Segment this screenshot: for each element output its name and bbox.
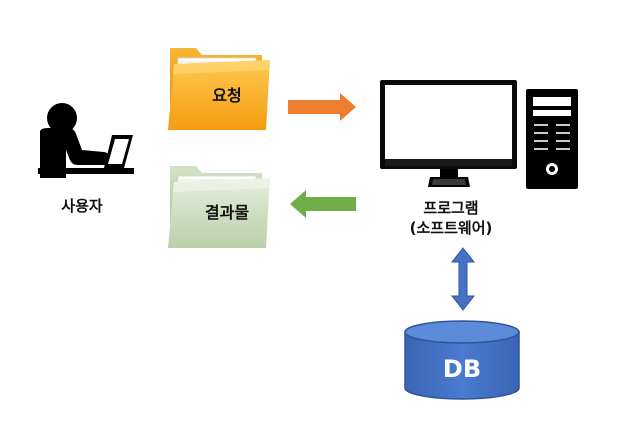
user-label: 사용자 bbox=[61, 197, 103, 215]
db-link-arrow bbox=[450, 247, 476, 311]
green-folder-icon bbox=[168, 166, 270, 248]
program-label-line1: 프로그램 bbox=[423, 199, 478, 217]
database-cylinder-icon bbox=[404, 320, 520, 400]
desktop-computer-icon bbox=[380, 80, 578, 189]
db-label: DB bbox=[443, 355, 481, 383]
program-label-line2: (소프트웨어) bbox=[410, 219, 493, 237]
request-arrow bbox=[288, 93, 356, 121]
user-at-computer-icon bbox=[38, 103, 134, 178]
orange-folder-icon bbox=[168, 48, 270, 130]
result-label: 결과물 bbox=[205, 203, 249, 222]
result-arrow bbox=[290, 190, 356, 218]
request-label: 요청 bbox=[212, 86, 241, 105]
